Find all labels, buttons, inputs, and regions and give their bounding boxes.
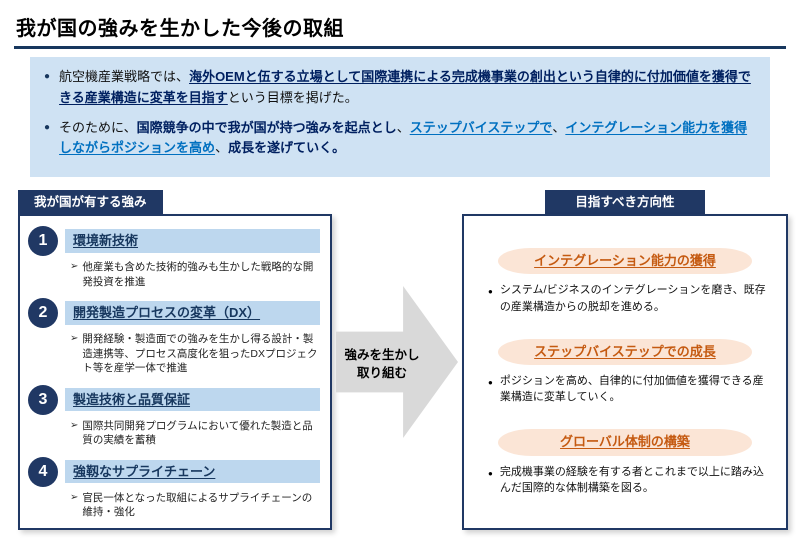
direction-item-3: グローバル体制の構築 ● 完成機事業の経験を有する者とこれまで以上に踏み込んだ国…: [478, 429, 772, 496]
strengths-panel-box: 1 環境新技術 ➢ 他産業も含めた技術的強みも生かした戦略的な開発投資を推進 2…: [18, 214, 332, 531]
strength-desc-text: 国際共同開発プログラムにおいて優れた製造と品質の実績を蓄積: [82, 419, 313, 447]
right-arrow-label: 強みを生かし 取り組む: [334, 346, 430, 382]
arrowhead-bullet-icon: ➢: [70, 333, 79, 345]
number-badge: 3: [28, 384, 58, 415]
bullet-icon: ●: [44, 121, 51, 133]
title-divider: [14, 46, 786, 49]
directions-panel-box: インテグレーション能力の獲得 ● システム/ビジネスのインテグレーションを磨き、…: [462, 214, 788, 531]
right-arrow-label-line1: 強みを生かし: [344, 348, 420, 362]
number-badge: 4: [28, 456, 58, 487]
bullet-icon: ●: [488, 287, 493, 297]
direction-title-pill: ステップバイステップでの成長: [498, 338, 752, 365]
right-arrow-label-line2: 取り組む: [356, 366, 407, 381]
strength-desc-text: 官民一体となった取組によるサプライチェーンの維持・強化: [82, 491, 313, 519]
page-title: 我が国の強みを生かした今後の取組: [16, 18, 344, 40]
directions-panel: 目指すべき方向性 インテグレーション能力の獲得 ● システム/ビジネスのインテグ…: [462, 190, 788, 531]
strength-title: 環境新技術: [65, 229, 320, 254]
summary-box: ● 航空機産業戦略では、海外OEMと伍する立場として国際連携による完成機事業の創…: [30, 57, 770, 177]
bullet-icon: ●: [44, 71, 51, 82]
strengths-panel: 我が国が有する強み 1 環境新技術 ➢ 他産業も含めた技術的強みも生かした戦略的…: [18, 190, 332, 531]
number-badge: 1: [28, 226, 58, 257]
arrowhead-bullet-icon: ➢: [70, 491, 79, 503]
strength-desc-text: 他産業も含めた技術的強みも生かした戦略的な開発投資を推進: [82, 261, 314, 288]
strength-item-3: 3 製造技術と品質保証 ➢ 国際共同開発プログラムにおいて優れた製造と品質の実績…: [28, 384, 320, 448]
arrowhead-bullet-icon: ➢: [70, 261, 79, 273]
strength-item-1: 1 環境新技術 ➢ 他産業も含めた技術的強みも生かした戦略的な開発投資を推進: [28, 226, 320, 289]
direction-item-1: インテグレーション能力の獲得 ● システム/ビジネスのインテグレーションを磨き、…: [478, 247, 772, 315]
bullet-icon: ●: [488, 468, 493, 478]
direction-title-pill: インテグレーション能力の獲得: [498, 247, 752, 275]
direction-item-2: ステップバイステップでの成長 ● ポジションを高め、自律的に付加価値を獲得できる…: [478, 338, 772, 406]
number-badge: 2: [28, 298, 58, 329]
strength-desc-text: 開発経験・製造面での強みを生かし得る設計・製造連携等、プロセス高度化を狙ったDX…: [82, 333, 318, 375]
directions-panel-header: 目指すべき方向性: [545, 190, 705, 215]
direction-desc-text: ポジションを高め、自律的に付加価値を獲得できる産業構造に変革していく。: [499, 374, 764, 404]
strengths-panel-header: 我が国が有する強み: [18, 190, 163, 215]
strength-title: 開発製造プロセスの変革（DX）: [65, 301, 320, 325]
summary-bullet-2: ● そのために、国際競争の中で我が国が持つ強みを起点とし、ステップバイステップで…: [44, 118, 754, 160]
summary-bullet-1-text: 航空機産業戦略では、海外OEMと伍する立場として国際連携による完成機事業の創出と…: [59, 69, 751, 105]
direction-title-pill: グローバル体制の構築: [498, 429, 752, 456]
summary-bullet-2-text: そのために、国際競争の中で我が国が持つ強みを起点とし、ステップバイステップで、イ…: [59, 119, 748, 156]
direction-desc-text: 完成機事業の経験を有する者とこれまで以上に踏み込んだ国際的な体制構築を図る。: [499, 465, 764, 495]
arrowhead-bullet-icon: ➢: [70, 419, 79, 431]
strength-title: 強靱なサプライチェーン: [65, 459, 320, 484]
strength-item-2: 2 開発製造プロセスの変革（DX） ➢ 開発経験・製造面での強みを生かし得る設計…: [28, 298, 320, 375]
bullet-icon: ●: [488, 377, 493, 387]
strength-title: 製造技術と品質保証: [65, 387, 320, 412]
direction-desc-text: システム/ビジネスのインテグレーションを磨き、既存の産業構造からの脱却を進める。: [499, 284, 766, 313]
strength-item-4: 4 強靱なサプライチェーン ➢ 官民一体となった取組によるサプライチェーンの維持…: [28, 456, 320, 520]
summary-bullet-1: ● 航空機産業戦略では、海外OEMと伍する立場として国際連携による完成機事業の創…: [44, 67, 754, 109]
